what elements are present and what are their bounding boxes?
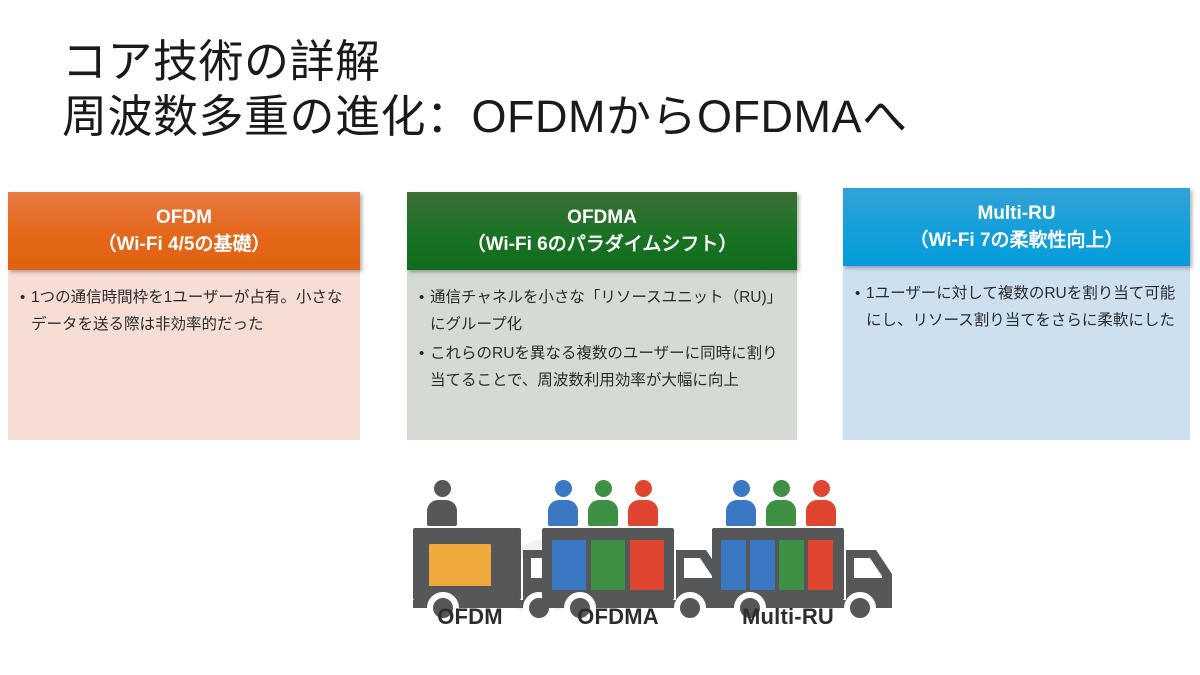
person-icon <box>427 480 457 526</box>
truck-ofdm-people <box>405 480 535 528</box>
truck-wheel <box>523 592 555 624</box>
card-ofdm-title: OFDM <box>156 207 212 228</box>
card-multiru-body: • 1ユーザーに対して複数のRUを割り当て可能にし、リソース割り当てをさらに柔軟… <box>843 266 1190 440</box>
truck-illustration-group: OFDM <box>0 480 1200 650</box>
person-icon <box>806 480 836 526</box>
title-line-2: 周波数多重の進化：OFDMからOFDMAへ <box>62 91 908 142</box>
bullet-text: 1ユーザーに対して複数のRUを割り当て可能にし、リソース割り当てをさらに柔軟にし… <box>866 285 1176 329</box>
person-body <box>628 500 658 526</box>
person-head <box>733 480 750 497</box>
card-ofdma-title: OFDMA <box>567 207 637 228</box>
bullet-marker: • <box>20 289 26 306</box>
card-ofdm-header: OFDM （Wi-Fi 4/5の基礎） <box>8 192 360 270</box>
list-item: • 1つの通信時間枠を1ユーザーが占有。小さなデータを送る際は非効率的だった <box>20 284 346 338</box>
truck-wheel <box>844 592 876 624</box>
person-body <box>726 500 756 526</box>
resource-unit-block <box>429 544 491 586</box>
truck-ofdm: OFDM <box>405 480 569 636</box>
person-head <box>813 480 830 497</box>
truck-multiru-label: Multi-RU <box>741 604 835 629</box>
person-body <box>427 500 457 526</box>
person-head <box>555 480 572 497</box>
card-ofdma-header: OFDMA （Wi-Fi 6のパラダイムシフト） <box>407 192 797 270</box>
person-head <box>434 480 451 497</box>
person-body <box>548 500 578 526</box>
truck-chassis <box>542 600 722 608</box>
person-body <box>806 500 836 526</box>
bullet-text: これらのRUを異なる複数のユーザーに同時に割り当てることで、周波数利用効率が大幅… <box>430 345 778 389</box>
card-ofdm: OFDM （Wi-Fi 4/5の基礎） • 1つの通信時間枠を1ユーザーが占有。… <box>8 192 360 440</box>
truck-wheel <box>674 592 706 624</box>
resource-unit-block <box>750 540 775 590</box>
truck-wheel <box>734 592 766 624</box>
bullet-text: 通信チャネルを小さな「リソースユニット（RU)」にグループ化 <box>430 289 783 333</box>
card-ofdma: OFDMA （Wi-Fi 6のパラダイムシフト） • 通信チャネルを小さな「リソ… <box>407 192 797 440</box>
truck-wheel-hub <box>572 600 588 616</box>
person-icon <box>766 480 796 526</box>
truck-wheel <box>427 592 459 624</box>
person-body <box>588 500 618 526</box>
person-head <box>595 480 612 497</box>
truck-ofdma-label: OFDMA <box>577 604 659 629</box>
card-ofdm-body: • 1つの通信時間枠を1ユーザーが占有。小さなデータを送る際は非効率的だった <box>8 270 360 440</box>
resource-unit-block <box>630 540 664 590</box>
bullet-marker: • <box>419 289 425 306</box>
person-head <box>773 480 790 497</box>
truck-icon <box>708 528 892 636</box>
title-line-1: コア技術の詳解 <box>62 36 381 87</box>
person-head <box>635 480 652 497</box>
bullet-marker: • <box>419 345 425 362</box>
truck-wheel-hub <box>435 600 451 616</box>
person-icon <box>628 480 658 526</box>
truck-wheel-hub <box>682 600 698 616</box>
resource-unit-block <box>721 540 746 590</box>
truck-wheel <box>564 592 596 624</box>
person-body <box>766 500 796 526</box>
list-item: • 通信チャネルを小さな「リソースユニット（RU)」にグループ化 <box>419 284 783 338</box>
resource-unit-block <box>779 540 804 590</box>
bullet-text: 1つの通信時間枠を1ユーザーが占有。小さなデータを送る際は非効率的だった <box>31 289 343 333</box>
truck-chassis <box>712 600 892 608</box>
card-multiru-subtitle: （Wi-Fi 7の柔軟性向上） <box>909 230 1124 251</box>
bullet-marker: • <box>855 285 861 302</box>
person-icon <box>726 480 756 526</box>
truck-chassis <box>413 600 569 608</box>
card-ofdma-subtitle: （Wi-Fi 6のパラダイムシフト） <box>466 234 738 255</box>
truck-icon <box>405 528 569 636</box>
truck-wheel-hub <box>852 600 868 616</box>
list-item: • これらのRUを異なる複数のユーザーに同時に割り当てることで、周波数利用効率が… <box>419 340 783 394</box>
truck-ofdm-label: OFDM <box>437 604 503 629</box>
page-title: コア技術の詳解 周波数多重の進化：OFDMからOFDMAへ <box>62 34 1162 144</box>
card-multiru: Multi-RU （Wi-Fi 7の柔軟性向上） • 1ユーザーに対して複数のR… <box>843 188 1190 440</box>
truck-wheel-hub <box>742 600 758 616</box>
truck-ofdma-people <box>538 480 698 528</box>
resource-unit-block <box>808 540 833 590</box>
person-icon <box>548 480 578 526</box>
list-item: • 1ユーザーに対して複数のRUを割り当て可能にし、リソース割り当てをさらに柔軟… <box>855 280 1176 334</box>
person-icon <box>588 480 618 526</box>
resource-unit-block <box>552 540 586 590</box>
truck-multiru-people <box>708 480 868 528</box>
card-ofdm-subtitle: （Wi-Fi 4/5の基礎） <box>97 234 271 255</box>
resource-unit-block <box>591 540 625 590</box>
card-multiru-title: Multi-RU <box>977 203 1056 224</box>
card-ofdma-body: • 通信チャネルを小さな「リソースユニット（RU)」にグループ化 • これらのR… <box>407 270 797 440</box>
truck-multiru: Multi-RU <box>708 480 892 636</box>
card-multiru-header: Multi-RU （Wi-Fi 7の柔軟性向上） <box>843 188 1190 266</box>
truck-ofdma: OFDMA <box>538 480 722 636</box>
